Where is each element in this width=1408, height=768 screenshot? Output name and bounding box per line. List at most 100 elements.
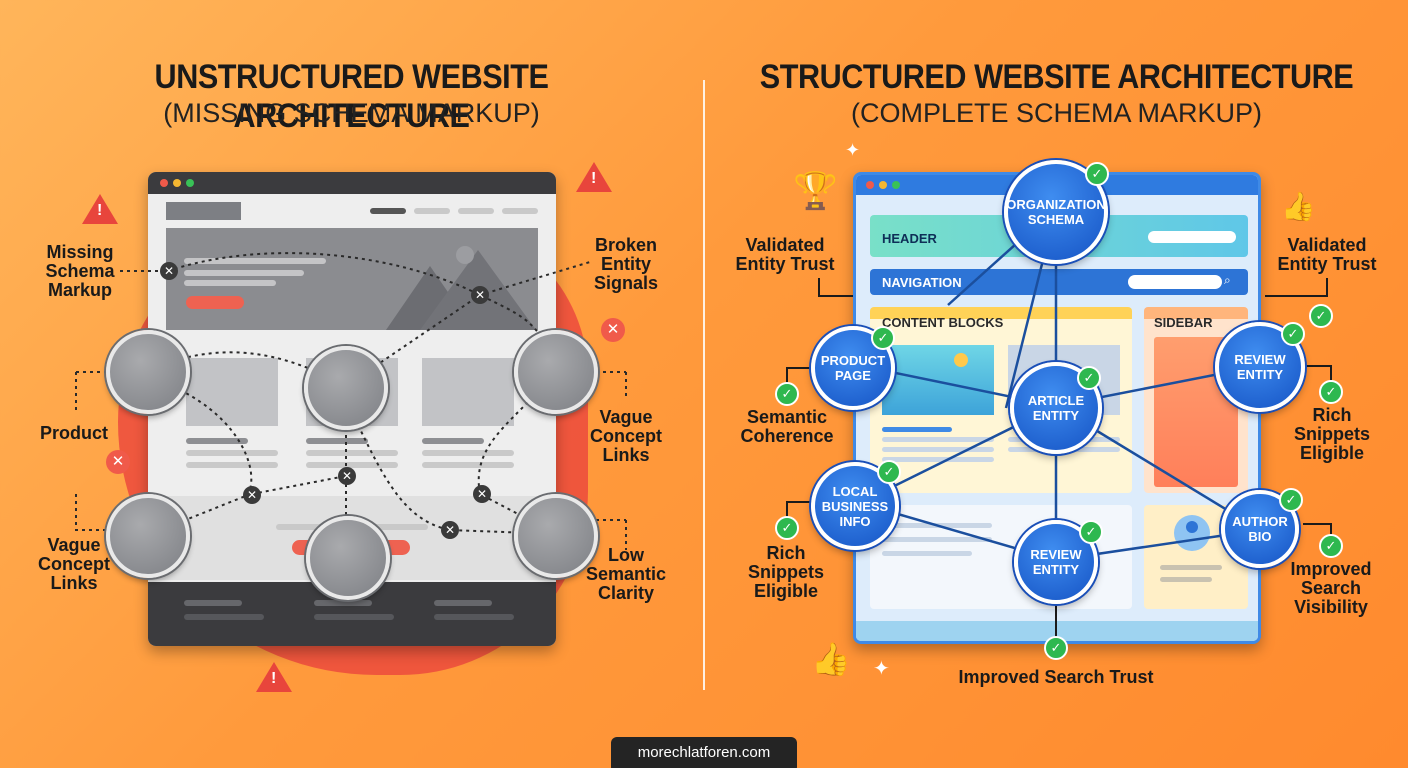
label-vague-concept-right: Vague Concept Links xyxy=(590,407,662,465)
content-image-icon xyxy=(882,345,994,415)
footer-line xyxy=(184,600,242,606)
sparkle-icon: ✦ xyxy=(845,140,861,160)
label-improved-search-trust: Improved Search Trust xyxy=(958,667,1154,687)
author-bio-node: AUTHOR BIO xyxy=(1221,490,1299,568)
check-icon: ✓ xyxy=(1279,488,1303,512)
lower-text-line xyxy=(882,551,972,556)
hero-sun-icon xyxy=(456,246,474,264)
footer-line xyxy=(434,600,492,606)
sparkle-icon: ✦ xyxy=(873,658,890,680)
structured-panel: STRUCTURED WEBSITE ARCHITECTURE (COMPLET… xyxy=(705,0,1408,768)
article-entity-node: ARTICLE ENTITY xyxy=(1010,362,1102,454)
browser-dot-green xyxy=(892,181,900,189)
author-text-line xyxy=(1160,577,1212,582)
product-node xyxy=(106,330,190,414)
card-text-line xyxy=(422,450,514,456)
hero-text-line xyxy=(184,280,276,286)
broken-link-x-icon: ✕ xyxy=(160,262,178,280)
broken-link-x-icon: ✕ xyxy=(473,485,491,503)
content-text-line xyxy=(882,427,952,432)
bottom-center-node xyxy=(306,516,390,600)
warning-triangle-icon: ! xyxy=(576,162,612,192)
sidebar-label: SIDEBAR xyxy=(1154,315,1213,330)
card-text-line xyxy=(186,450,278,456)
check-icon: ✓ xyxy=(1309,304,1333,328)
check-icon: ✓ xyxy=(1044,636,1068,660)
header-pill xyxy=(1148,231,1236,243)
broken-link-x-icon: ✕ xyxy=(471,286,489,304)
card-text-line xyxy=(186,438,248,444)
left-subtitle: (MISSING SCHEMA MARKUP) xyxy=(163,98,540,128)
label-improved-visibility: Improved Search Visibility xyxy=(1290,559,1372,617)
card-text-line xyxy=(306,450,398,456)
left-bottom-node xyxy=(106,494,190,578)
footer-line xyxy=(314,614,394,620)
header-label: HEADER xyxy=(882,231,937,246)
check-icon: ✓ xyxy=(775,516,799,540)
browser-dot-red xyxy=(866,181,874,189)
logo-placeholder xyxy=(166,202,241,220)
center-node xyxy=(304,346,388,430)
check-icon: ✓ xyxy=(871,326,895,350)
navigation-label: NAVIGATION xyxy=(882,275,962,290)
error-x-icon: ✕ xyxy=(601,318,625,342)
right-bottom-node xyxy=(514,494,598,578)
author-text-line xyxy=(1160,565,1222,570)
label-broken-entity: Broken Entity Signals xyxy=(593,235,659,293)
content-blocks-label: CONTENT BLOCKS xyxy=(882,315,1004,330)
nav-line xyxy=(414,208,450,214)
card-text-line xyxy=(422,462,514,468)
check-icon: ✓ xyxy=(1319,534,1343,558)
browser-titlebar xyxy=(148,172,556,194)
card-text-line xyxy=(306,462,398,468)
right-subtitle: (COMPLETE SCHEMA MARKUP) xyxy=(850,98,1263,128)
nav-line xyxy=(458,208,494,214)
browser-dot-green xyxy=(186,179,194,187)
trophy-icon: 🏆 xyxy=(793,170,838,211)
footer-line xyxy=(184,614,264,620)
check-icon: ✓ xyxy=(1085,162,1109,186)
check-icon: ✓ xyxy=(1281,322,1305,346)
content-sun-icon xyxy=(954,353,968,367)
local-business-node: LOCAL BUSINESS INFO xyxy=(811,462,899,550)
nav-line xyxy=(370,208,406,214)
nav-search-input xyxy=(1128,275,1222,289)
check-icon: ✓ xyxy=(1079,520,1103,544)
left-title: UNSTRUCTURED WEBSITE ARCHITECTURE xyxy=(154,58,549,135)
label-rich-snippets-right: Rich Snippets Eligible xyxy=(1293,405,1370,463)
check-icon: ✓ xyxy=(1319,380,1343,404)
footer-domain-badge: morechlatforen.com xyxy=(611,737,797,768)
thumbs-up-icon: 👍 xyxy=(811,641,851,677)
hero-text-line xyxy=(184,258,326,264)
lower-text-line xyxy=(882,537,992,542)
label-validated-trust-left: Validated Entity Trust xyxy=(735,235,835,274)
check-icon: ✓ xyxy=(1077,366,1101,390)
label-validated-trust-right: Validated Entity Trust xyxy=(1277,235,1377,274)
content-text-line xyxy=(882,437,994,442)
label-vague-concept-left: Vague Concept Links xyxy=(38,535,110,593)
card-image xyxy=(186,358,278,426)
unstructured-panel: UNSTRUCTURED WEBSITE ARCHITECTURE (MISSI… xyxy=(0,0,703,768)
content-text-line xyxy=(882,457,994,462)
footer-line xyxy=(314,600,372,606)
broken-link-x-icon: ✕ xyxy=(441,521,459,539)
check-icon: ✓ xyxy=(877,460,901,484)
avatar-head-icon xyxy=(1186,521,1198,533)
browser-dot-yellow xyxy=(879,181,887,189)
footer-line xyxy=(434,614,514,620)
right-title: STRUCTURED WEBSITE ARCHITECTURE xyxy=(759,58,1354,96)
broken-link-x-icon: ✕ xyxy=(338,467,356,485)
thumbs-up-icon: 👍 xyxy=(1281,191,1316,222)
broken-link-x-icon: ✕ xyxy=(243,486,261,504)
panel-divider xyxy=(703,80,705,690)
label-rich-snippets-left: Rich Snippets Eligible xyxy=(747,543,824,601)
label-missing-schema: Missing Schema Markup xyxy=(45,242,115,300)
card-text-line xyxy=(306,438,368,444)
warning-triangle-icon: ! xyxy=(256,662,292,692)
search-icon: ⌕ xyxy=(1224,273,1231,287)
check-icon: ✓ xyxy=(775,382,799,406)
right-top-node xyxy=(514,330,598,414)
label-semantic-coherence: Semantic Coherence xyxy=(740,407,834,446)
browser-dot-red xyxy=(160,179,168,187)
card-text-line xyxy=(186,462,278,468)
